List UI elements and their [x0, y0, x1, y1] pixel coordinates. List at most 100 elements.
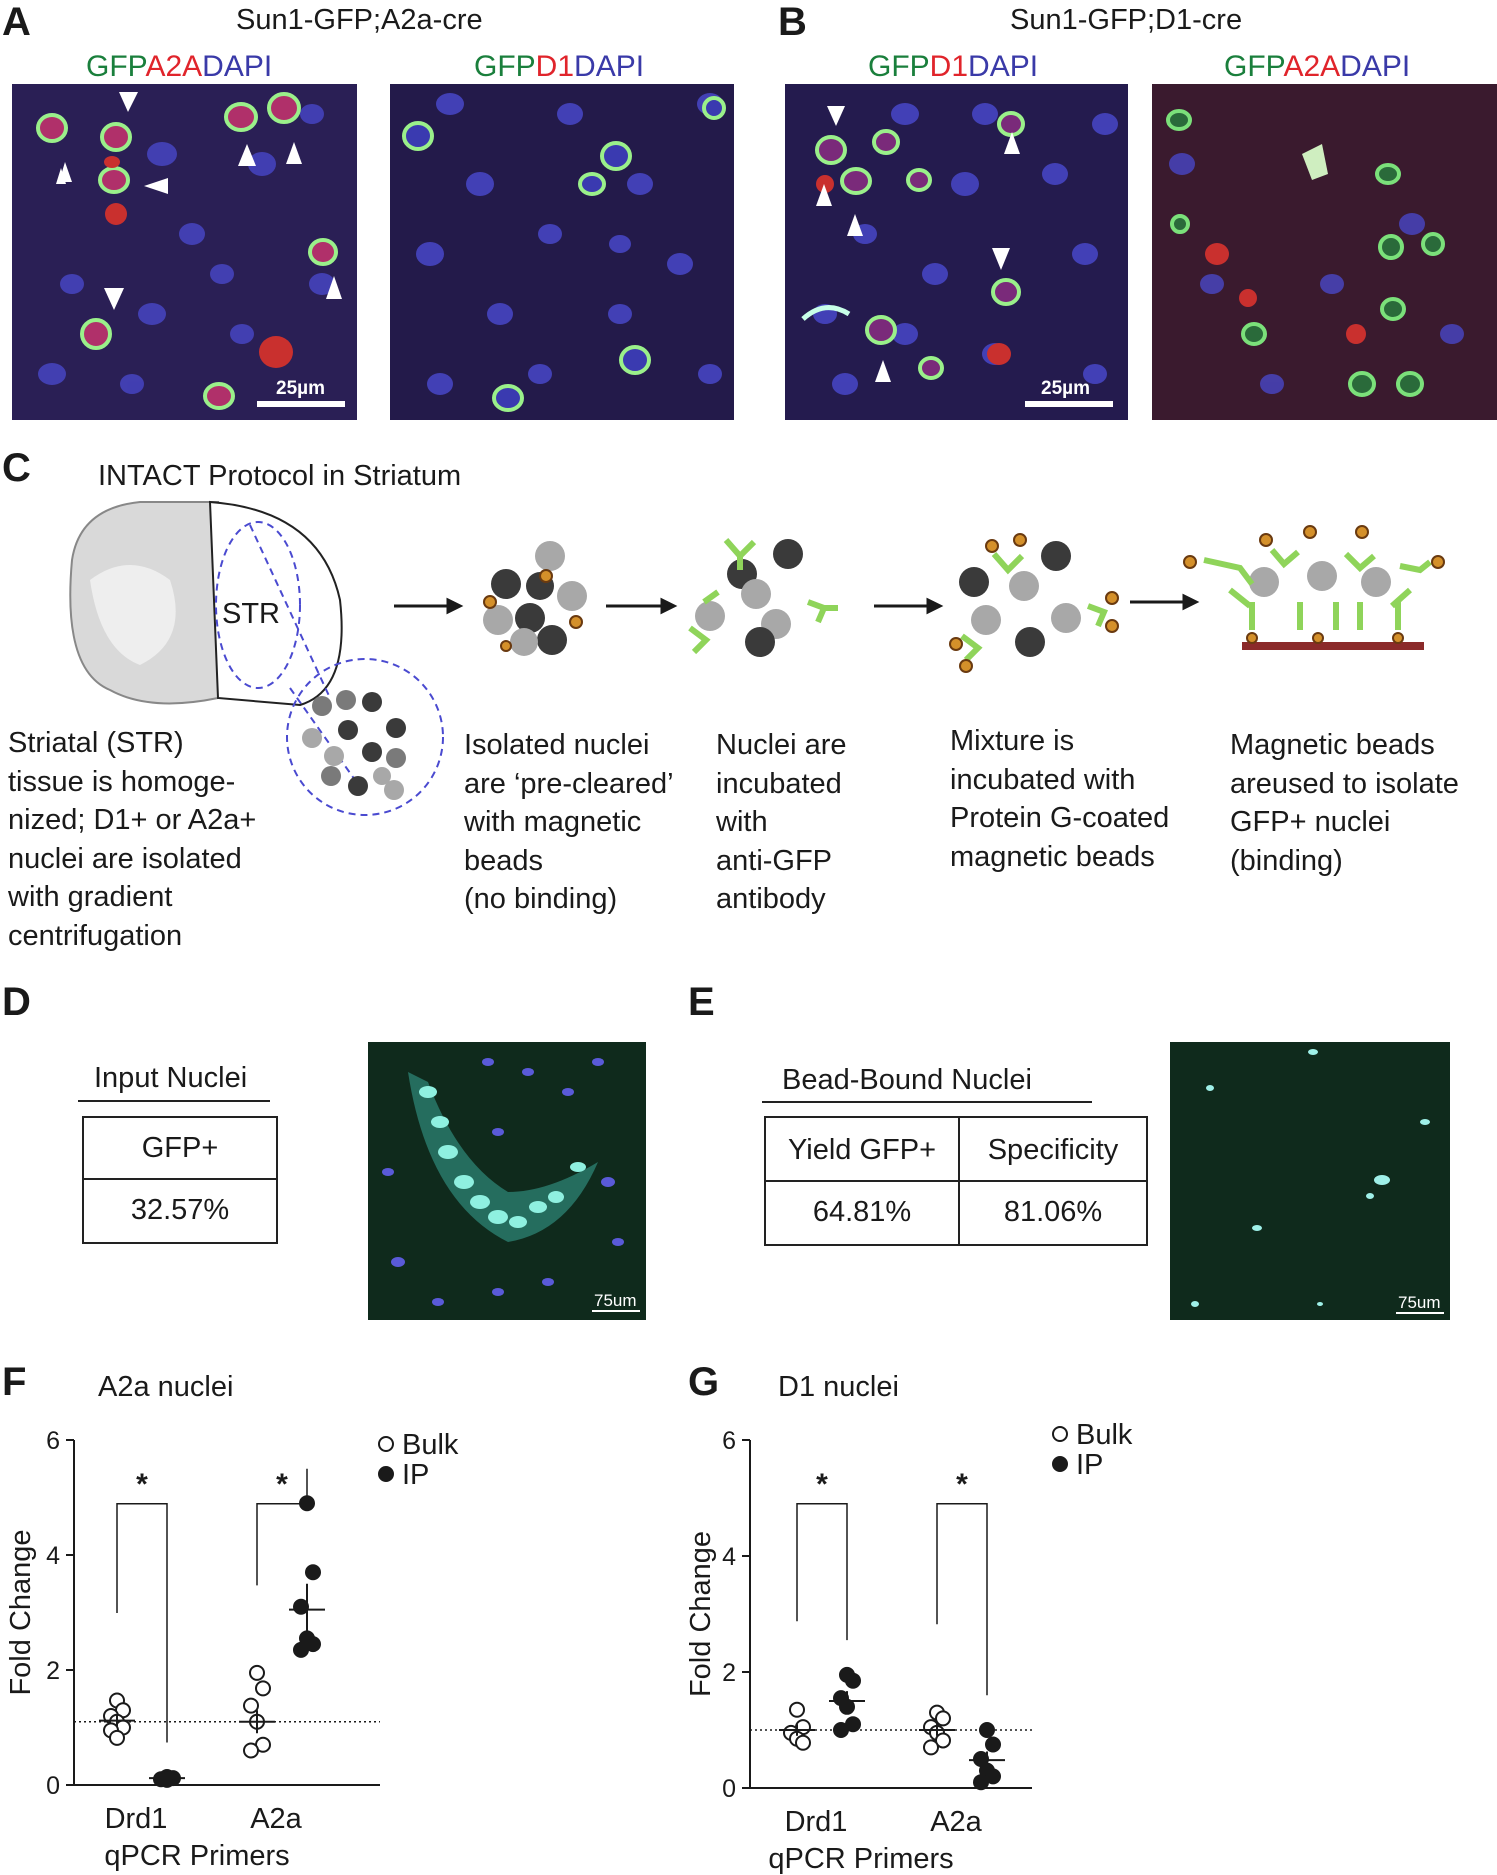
step-4-description: Mixture is incubated with Protein G-coat…	[950, 722, 1169, 876]
marker-label: D1	[929, 50, 969, 83]
panel-a-right-stain-legend: GFPD1DAPI	[474, 50, 644, 84]
precleared-nuclei-icon	[483, 541, 587, 656]
dapi-label: DAPI	[968, 50, 1039, 83]
significance-marker: *	[956, 1468, 968, 1501]
scalebar-label: 25µm	[1041, 378, 1090, 399]
description-line: areused to isolate	[1230, 767, 1459, 800]
legend-ip-marker	[1052, 1456, 1068, 1472]
marker-label: D1	[535, 50, 575, 83]
ip-data-point	[833, 1722, 849, 1738]
significance-bracket	[256, 1468, 308, 1586]
legend-bulk-marker	[1052, 1426, 1068, 1442]
description-line: Striatal (STR)	[8, 727, 184, 759]
x-tick-label: A2a	[930, 1806, 982, 1838]
y-axis-label: Fold Change	[5, 1529, 37, 1695]
legend-label: IP	[402, 1459, 429, 1491]
significance-marker: *	[276, 1468, 288, 1501]
yield-header-cell: Yield GFP+	[787, 1134, 937, 1166]
gfp-label: GFP	[474, 50, 536, 83]
micrograph-d-input: 75um	[368, 1042, 646, 1320]
gfp-label: GFP	[868, 50, 930, 83]
bulk-data-point	[935, 1710, 951, 1727]
panel-label-e: E	[688, 980, 715, 1024]
description-line: with magnetic	[464, 806, 642, 838]
panel-label-b: B	[778, 0, 807, 44]
description-line: with gradient	[8, 881, 173, 913]
str-label: STR	[222, 598, 280, 630]
ip-data-point	[845, 1672, 861, 1689]
specificity-header-cell: Specificity	[987, 1134, 1119, 1166]
bulk-data-point	[795, 1734, 811, 1751]
ip-data-point	[159, 1771, 175, 1788]
gfp-label: GFP	[1224, 50, 1284, 83]
dapi-label: DAPI	[574, 50, 645, 83]
ip-data-point	[293, 1598, 309, 1615]
significance-bracket	[796, 1503, 848, 1641]
legend-bulk-marker	[378, 1436, 394, 1452]
micrograph-b-right	[1152, 84, 1497, 420]
panel-label-c: C	[2, 446, 31, 490]
y-tick-label: 2	[722, 1659, 736, 1687]
bulk-data-point	[935, 1732, 951, 1749]
panel-b-title: Sun1-GFP;D1-cre	[1010, 4, 1243, 36]
x-axis-label: qPCR Primers	[104, 1840, 289, 1872]
micrograph-a-right	[390, 84, 734, 420]
description-line: Mixture is	[950, 725, 1075, 757]
legend-label: Bulk	[1076, 1419, 1133, 1451]
description-line: beads	[464, 844, 544, 877]
x-tick-label: Drd1	[105, 1803, 168, 1835]
micrograph-b-left: 25µm	[785, 84, 1128, 420]
panel-label-f: F	[2, 1360, 27, 1404]
description-line: antibody	[716, 883, 826, 915]
table-title-underline	[762, 1101, 1092, 1103]
table-row-divider	[766, 1180, 1146, 1182]
chart-title: D1 nuclei	[778, 1371, 899, 1403]
description-line: Isolated nuclei	[464, 729, 650, 761]
bulk-data-point	[923, 1739, 939, 1756]
step-2-description: Isolated nuclei are ‘pre-cleared’ with m…	[464, 726, 674, 919]
step-1-description: Striatal (STR) tissue is homoge- nized; …	[8, 724, 256, 955]
y-tick-label: 0	[46, 1772, 60, 1800]
significance-bracket	[116, 1503, 168, 1743]
x-tick-label: Drd1	[785, 1806, 848, 1838]
bulk-data-point	[255, 1680, 271, 1697]
panel-b-left-stain-legend: GFPD1DAPI	[868, 50, 1038, 84]
table-title-underline	[78, 1100, 270, 1102]
description-line: (no binding)	[464, 883, 618, 915]
micrograph-a-left: 25µm	[12, 84, 357, 420]
bulk-data-point	[249, 1664, 265, 1681]
y-axis-label: Fold Change	[685, 1531, 717, 1697]
description-line: tissue is homoge-	[8, 765, 236, 798]
panel-c-title: INTACT Protocol in Striatum	[98, 460, 462, 492]
dapi-label: DAPI	[202, 50, 273, 83]
bead-antibody-mixture-icon	[949, 533, 1119, 673]
panel-b-right-stain-legend: GFPA2ADAPI	[1224, 50, 1410, 84]
description-line: incubated	[716, 767, 842, 800]
table-column-divider	[958, 1118, 960, 1244]
description-line: are ‘pre-cleared’	[464, 767, 674, 800]
description-line: nuclei are isolated	[8, 842, 242, 875]
panel-label-d: D	[2, 980, 31, 1024]
y-tick-label: 2	[46, 1657, 60, 1685]
description-line: Nuclei are	[716, 729, 847, 761]
marker-label: A2A	[1283, 50, 1341, 83]
bulk-data-point	[243, 1742, 259, 1759]
antibody-nuclei-icon	[688, 538, 838, 657]
significance-bracket	[936, 1503, 988, 1696]
scalebar-label: 75um	[594, 1291, 637, 1310]
description-line: nized; D1+ or A2a+	[8, 804, 257, 836]
ip-data-point	[293, 1641, 309, 1658]
bulk-data-point	[789, 1701, 805, 1718]
description-line: anti-GFP	[716, 844, 833, 877]
x-tick-label: A2a	[250, 1803, 302, 1835]
intact-protocol-diagram: STR	[69, 500, 1445, 816]
y-tick-label: 6	[46, 1427, 60, 1455]
description-line: GFP+ nuclei	[1230, 806, 1391, 838]
gfp-label: GFP	[86, 50, 146, 83]
bulk-data-point	[243, 1697, 259, 1714]
significance-marker: *	[136, 1468, 148, 1501]
y-tick-label: 0	[722, 1775, 736, 1803]
panel-label-a: A	[2, 0, 31, 44]
